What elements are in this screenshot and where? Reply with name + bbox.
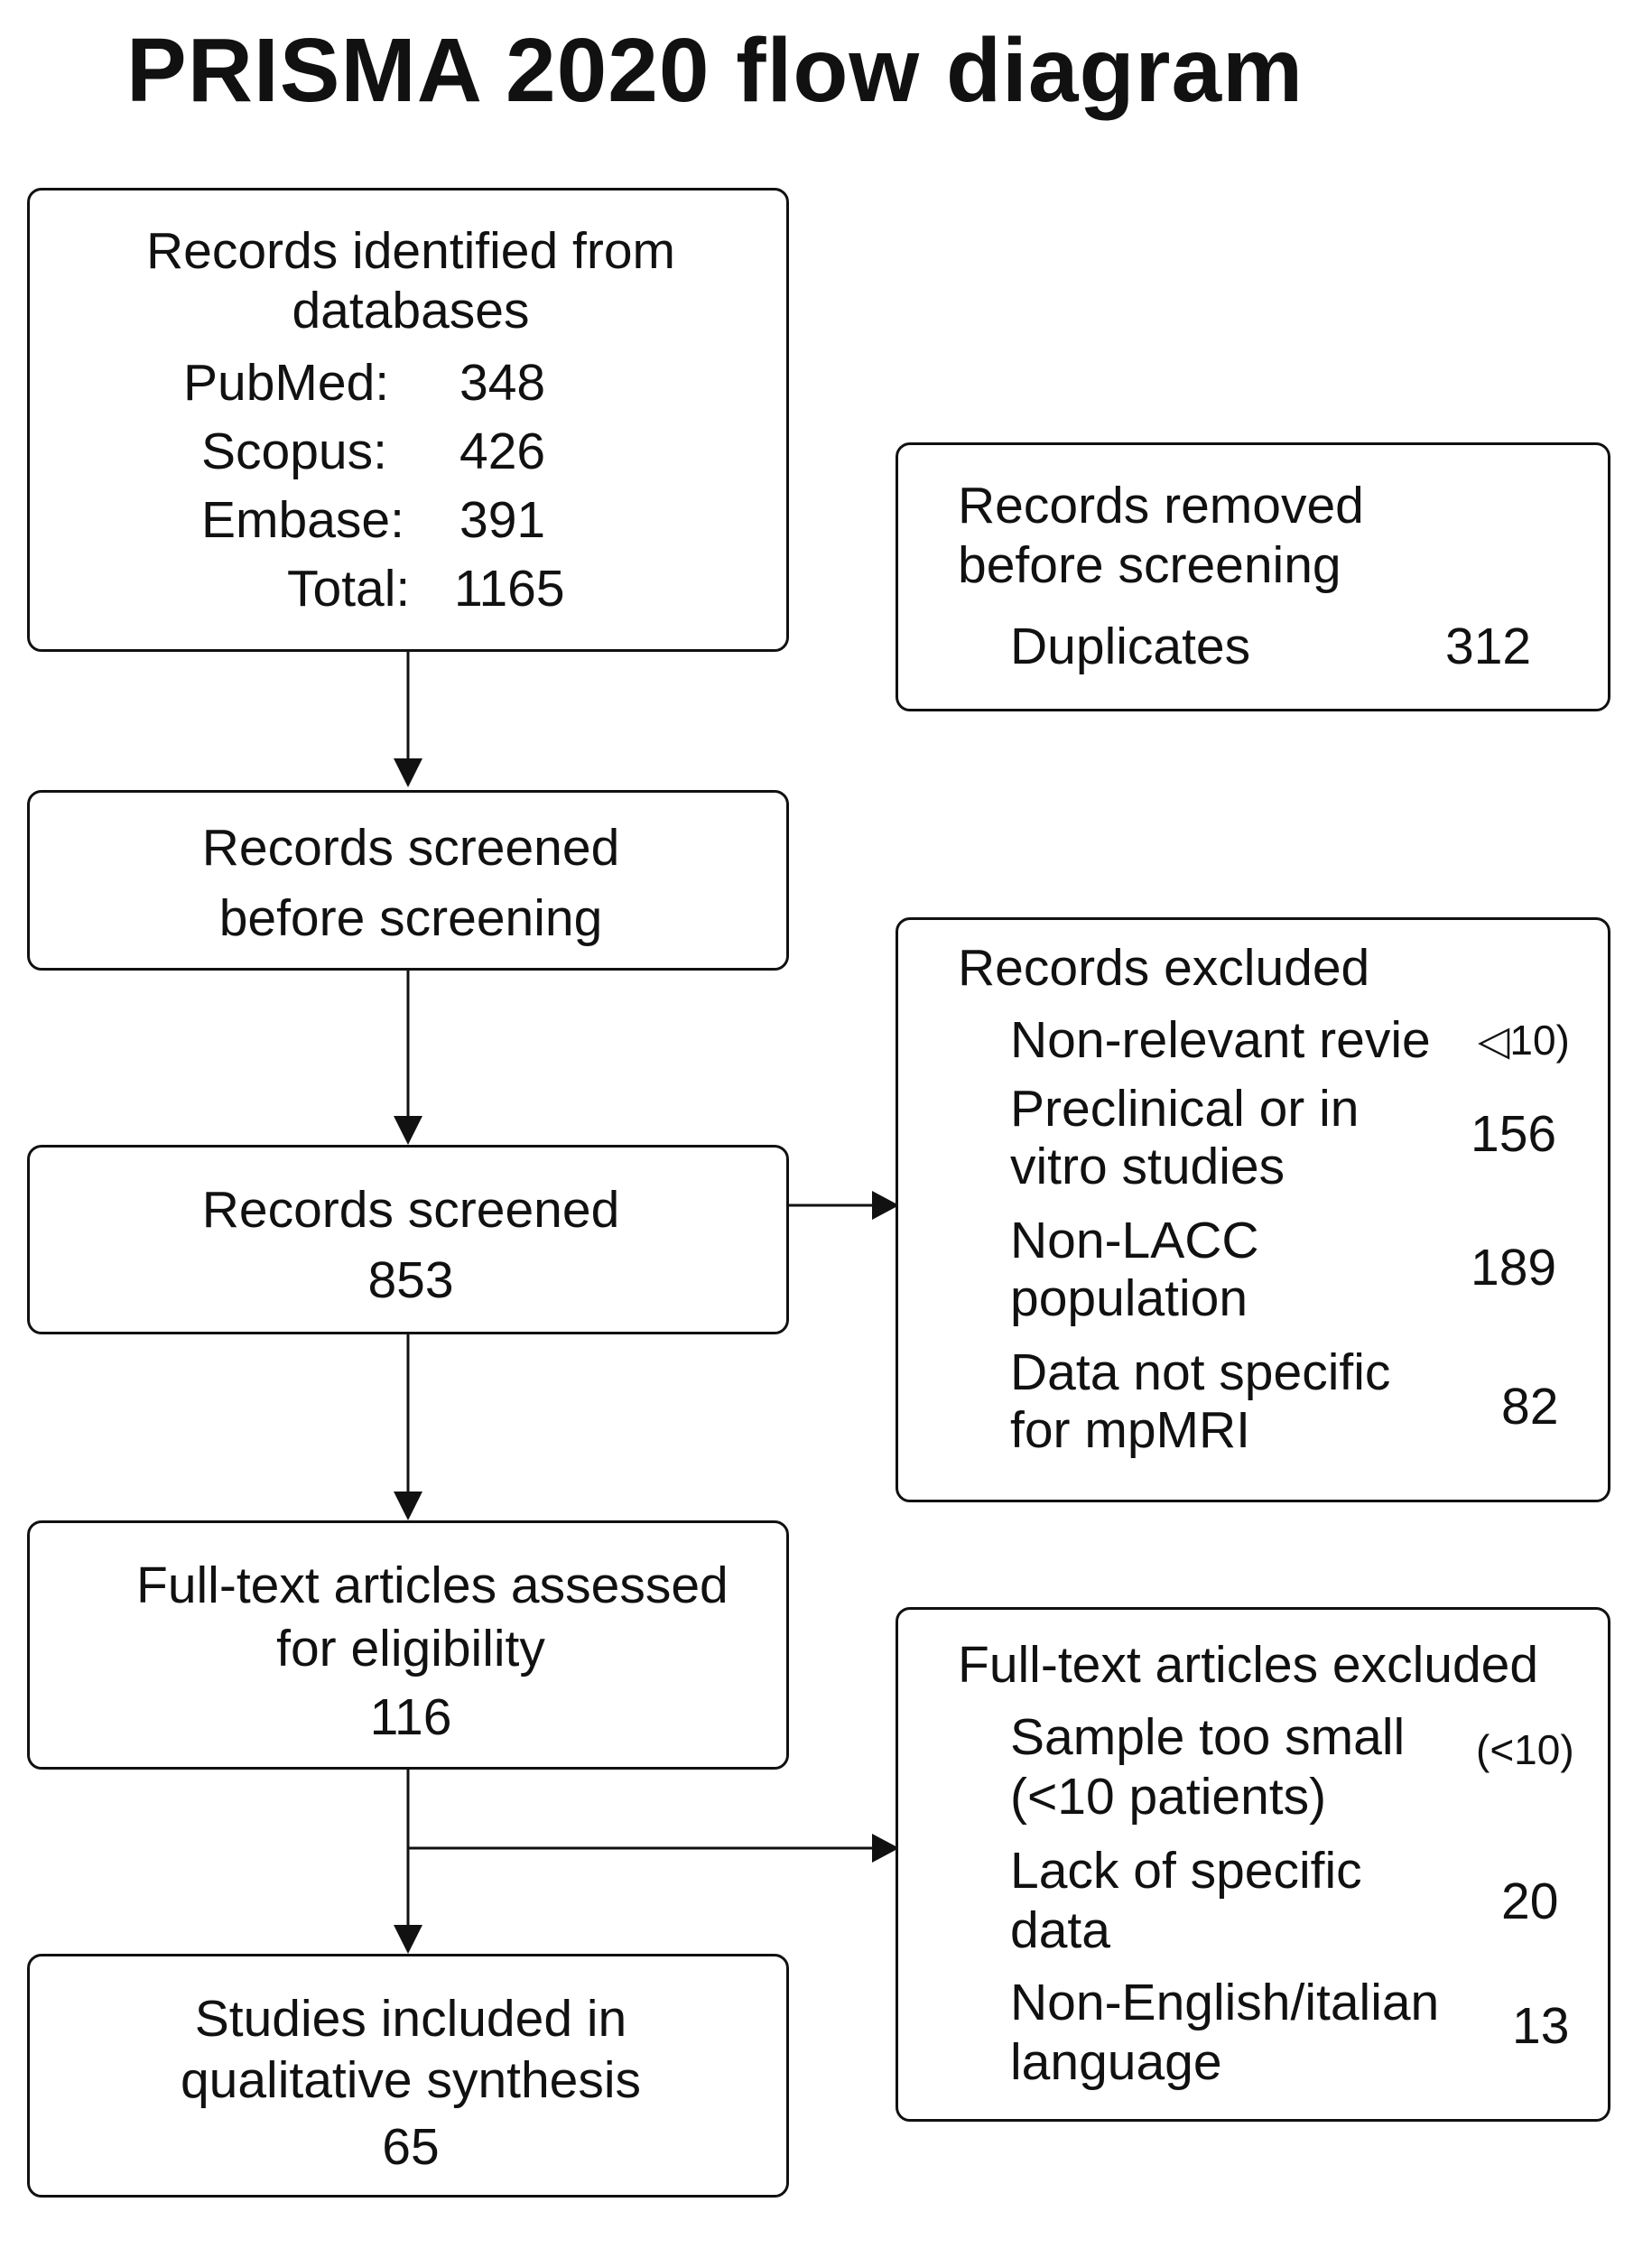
excluded-item-1-line1: Non-relevant revie (1010, 1011, 1431, 1069)
excluded-item-3-line1: Non-LACC (1010, 1212, 1259, 1269)
removed-heading-line1: Records removed (958, 477, 1364, 534)
duplicates-value: 312 (1445, 618, 1532, 675)
screened-before-line1: Records screened (201, 819, 620, 877)
excluded-heading: Records excluded (958, 939, 1370, 997)
arrowhead-5 (394, 1925, 422, 1954)
excluded-item-3-line2: population (1010, 1269, 1248, 1327)
excluded-item-4-line2: for mpMRI (1010, 1401, 1251, 1459)
total-label: Total: (287, 560, 411, 618)
excluded-item-2-line2: vitro studies (1010, 1138, 1285, 1195)
arrowhead-2 (394, 1116, 422, 1145)
scopus-value: 426 (459, 423, 546, 480)
diagram-title: PRISMA 2020 flow diagram (126, 20, 1304, 121)
fulltext-excluded-heading: Full-text articles excluded (958, 1636, 1539, 1694)
fulltext-excluded-item-3-value: 13 (1512, 1997, 1570, 2055)
fulltext-excluded-item-3-line2: language (1010, 2033, 1222, 2091)
duplicates-label: Duplicates (1010, 618, 1251, 675)
identified-heading-line1: Records identified from (145, 222, 676, 280)
included-line2: qualitative synthesis (180, 2051, 642, 2109)
fulltext-line2: for eligibility (276, 1620, 545, 1677)
pubmed-value: 348 (459, 354, 546, 412)
fulltext-excluded-item-1-line1: Sample too small (1010, 1708, 1406, 1766)
removed-heading-line2: before screening (958, 536, 1341, 594)
screened-before-line2: before screening (218, 889, 603, 947)
fulltext-excluded-item-1-line2: (<10 patients) (1010, 1768, 1327, 1826)
fulltext-excluded-box: Full-text articles excluded Sample too s… (896, 1607, 1610, 2122)
identified-heading-line2: databases (292, 282, 530, 339)
records-identified-box: Records identified from databases PubMed… (27, 188, 789, 652)
fulltext-excluded-item-1-value: (<10) (1476, 1726, 1574, 1773)
fulltext-excluded-item-2-line2: data (1010, 1901, 1110, 1959)
fulltext-excluded-item-3-line1: Non-English/italian (1010, 1974, 1440, 2031)
records-screened-box: Records screened 853 (27, 1145, 789, 1334)
arrowhead-4 (394, 1492, 422, 1520)
excluded-item-3-value: 189 (1471, 1239, 1557, 1296)
arrowhead-6 (872, 1834, 899, 1863)
records-screened-before-box: Records screened before screening (27, 790, 789, 971)
scopus-label: Scopus: (201, 423, 387, 480)
fulltext-line1: Full-text articles assessed (136, 1557, 729, 1614)
screened-value: 853 (367, 1251, 454, 1309)
fulltext-assessed-box: Full-text articles assessed for eligibil… (27, 1520, 789, 1770)
screened-line1: Records screened (201, 1181, 620, 1239)
included-value: 65 (382, 2118, 440, 2176)
excluded-item-1-value: ◁10) (1478, 1017, 1570, 1064)
total-value: 1165 (454, 560, 565, 618)
embase-label: Embase: (201, 491, 404, 549)
fulltext-excluded-item-2-value: 20 (1501, 1873, 1559, 1930)
fulltext-excluded-item-2-line1: Lack of specific (1010, 1842, 1362, 1900)
records-removed-box: Records removed before screening Duplica… (896, 442, 1610, 711)
records-excluded-box: Records excluded Non-relevant revie ◁10)… (896, 917, 1610, 1502)
arrowhead-1 (394, 758, 422, 787)
excluded-item-4-line1: Data not specific (1010, 1343, 1391, 1401)
excluded-item-2-line1: Preclinical or in (1010, 1080, 1360, 1138)
fulltext-value: 116 (369, 1688, 452, 1746)
excluded-item-2-value: 156 (1471, 1105, 1557, 1163)
studies-included-box: Studies included in qualitative synthesi… (27, 1954, 789, 2198)
pubmed-label: PubMed: (183, 354, 390, 412)
excluded-item-4-value: 82 (1501, 1378, 1559, 1436)
included-line1: Studies included in (194, 1990, 627, 2048)
embase-value: 391 (459, 491, 546, 549)
arrowhead-3 (872, 1191, 899, 1220)
